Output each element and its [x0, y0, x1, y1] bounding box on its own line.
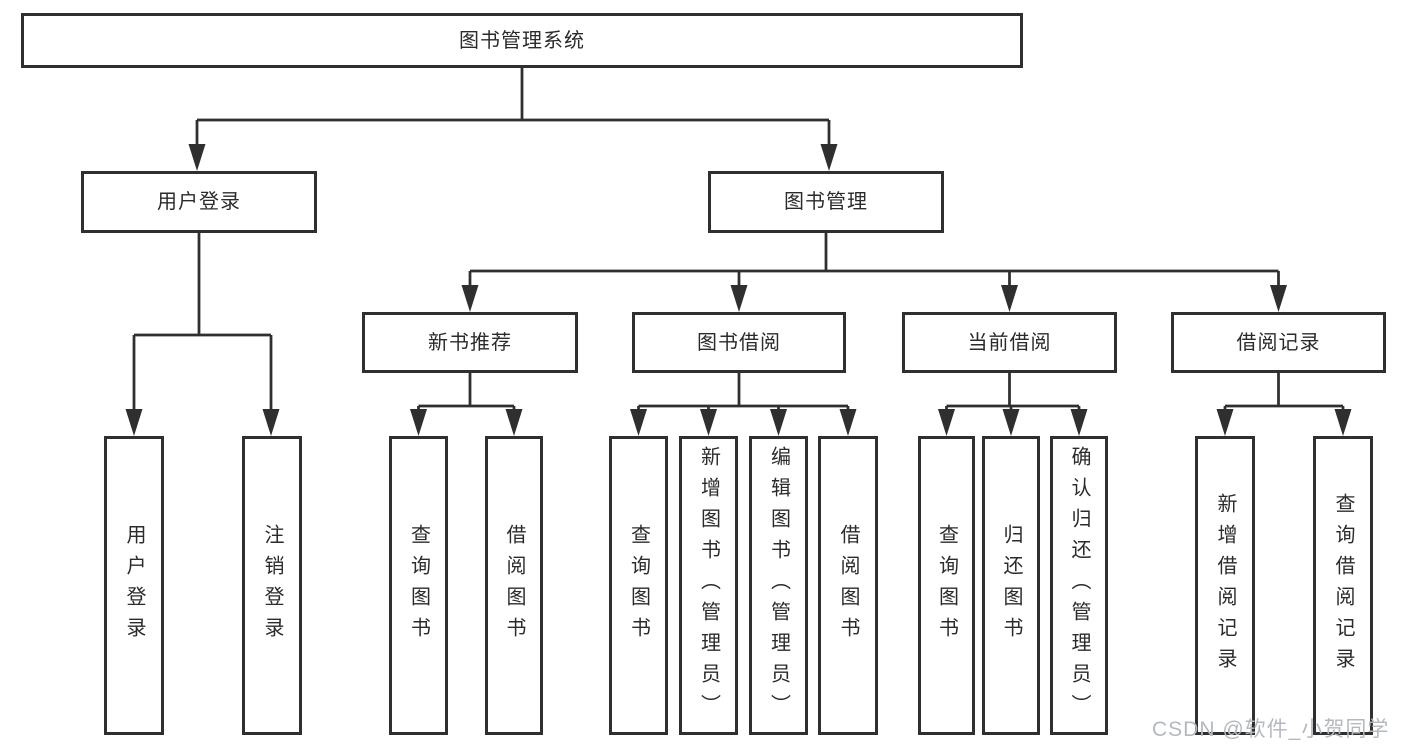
leaf-add-books-admin: 新增图书（管理员） [679, 436, 738, 735]
node-book-borrow: 图书借阅 [632, 312, 846, 373]
node-new-book-recommend: 新书推荐 [362, 312, 578, 373]
leaf-return-books: 归还图书 [982, 436, 1040, 735]
leaf-label: 归还图书 [1000, 523, 1022, 648]
leaf-logout: 注销登录 [242, 436, 302, 735]
leaf-edit-books-admin: 编辑图书（管理员） [749, 436, 808, 735]
leaf-query-books-3: 查询图书 [918, 436, 975, 735]
node-user-login: 用户登录 [81, 171, 317, 233]
leaf-query-books-2: 查询图书 [609, 436, 668, 735]
leaf-label: 借阅图书 [503, 523, 525, 648]
leaf-confirm-return-admin: 确认归还（管理员） [1050, 436, 1108, 735]
csdn-watermark: CSDN @软件_小贺同学 [1152, 718, 1390, 741]
node-borrow-records: 借阅记录 [1171, 312, 1386, 373]
leaf-label: 查询借阅记录 [1332, 492, 1354, 679]
node-library-system: 图书管理系统 [21, 13, 1023, 68]
leaf-borrow-books-1: 借阅图书 [485, 436, 543, 735]
node-book-management: 图书管理 [708, 171, 944, 233]
leaf-label: 用户登录 [123, 523, 145, 648]
leaf-label: 确认归还（管理员） [1068, 446, 1090, 725]
leaf-query-borrow-record: 查询借阅记录 [1313, 436, 1373, 735]
leaf-label: 新增图书（管理员） [697, 446, 720, 725]
node-current-borrow: 当前借阅 [902, 312, 1117, 373]
leaf-label: 注销登录 [261, 523, 283, 648]
leaf-label: 借阅图书 [837, 523, 859, 648]
leaf-borrow-books-2: 借阅图书 [818, 436, 878, 735]
leaf-label: 查询图书 [627, 523, 650, 648]
leaf-label: 编辑图书（管理员） [767, 446, 790, 725]
leaf-user-login: 用户登录 [104, 436, 164, 735]
leaf-label: 新增借阅记录 [1214, 492, 1236, 679]
leaf-add-borrow-record: 新增借阅记录 [1195, 436, 1255, 735]
leaf-query-books-1: 查询图书 [389, 436, 448, 735]
leaf-label: 查询图书 [407, 523, 430, 648]
leaf-label: 查询图书 [935, 523, 958, 648]
